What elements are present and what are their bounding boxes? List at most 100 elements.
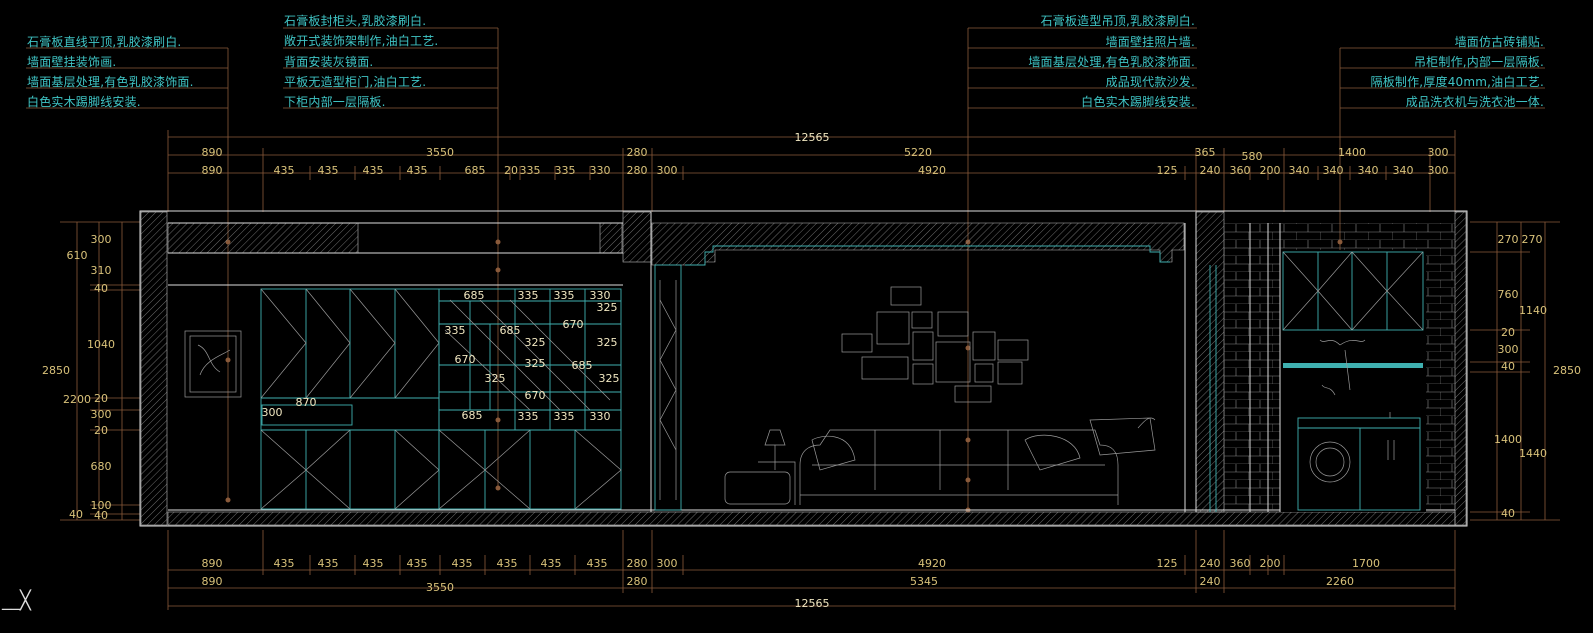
dim-b1-10: 300 — [657, 557, 678, 570]
sd-4: 335 — [445, 324, 466, 337]
dim-b1-1: 435 — [274, 557, 295, 570]
dim-b1-6: 435 — [497, 557, 518, 570]
dim-b1-8: 435 — [587, 557, 608, 570]
sd-10: 325 — [597, 336, 618, 349]
dim-rm-0: 270 — [1522, 233, 1543, 246]
laundry-area — [1224, 223, 1455, 512]
sd-5: 685 — [500, 324, 521, 337]
dim-t2-16: 200 — [1260, 164, 1281, 177]
note-r-1: 墙面仿古砖铺贴. — [1454, 35, 1544, 49]
note-cr-3: 墙面基层处理,有色乳胶漆饰面. — [1028, 55, 1195, 69]
sd-12: 685 — [572, 359, 593, 372]
dim-t2-14: 240 — [1200, 164, 1221, 177]
dim-t2-1: 435 — [274, 164, 295, 177]
dim-left-outer: 2850 — [42, 364, 70, 377]
sd-8: 325 — [525, 336, 546, 349]
dim-t1-5: 580 — [1242, 150, 1263, 163]
dim-li-3: 1040 — [87, 338, 115, 351]
dim-li-7: 680 — [91, 460, 112, 473]
dim-ri-5: 1400 — [1494, 433, 1522, 446]
note-r-3: 隔板制作,厚度40mm,油白工艺. — [1370, 75, 1544, 89]
dim-t2-13: 125 — [1157, 164, 1178, 177]
note-left-4: 白色实木踢脚线安装. — [27, 95, 141, 109]
dim-t2-8: 335 — [555, 164, 576, 177]
note-cr-4: 成品现代款沙发. — [1105, 75, 1195, 89]
note-cl-4: 平板无造型柜门,油白工艺. — [284, 75, 427, 89]
dim-li-5: 300 — [91, 408, 112, 421]
dim-lm-0: 610 — [67, 249, 88, 262]
note-left-2: 墙面壁挂装饰画. — [27, 55, 117, 69]
sd-14: 670 — [525, 389, 546, 402]
dim-li-8: 100 — [91, 499, 112, 512]
dim-b2-1: 280 — [627, 575, 648, 588]
dim-t1-1: 3550 — [426, 146, 454, 159]
sd-15: 685 — [462, 409, 483, 422]
dim-b1-3: 435 — [363, 557, 384, 570]
dim-t2-11: 300 — [657, 164, 678, 177]
note-cl-5: 下柜内部一层隔板. — [284, 95, 386, 109]
dim-t1-7: 300 — [1428, 146, 1449, 159]
note-cl-2: 敞开式装饰架制作,油白工艺. — [284, 34, 439, 48]
dim-t2-9: 330 — [590, 164, 611, 177]
sd-9: 670 — [455, 353, 476, 366]
sd-16: 335 — [518, 410, 539, 423]
sd-6: 325 — [597, 301, 618, 314]
dim-t2-18: 340 — [1323, 164, 1344, 177]
tall-cabinet — [260, 288, 440, 510]
ucs-icon: __╳ — [2, 590, 31, 611]
sd-0: 685 — [464, 289, 485, 302]
dim-t2-20: 340 — [1393, 164, 1414, 177]
dim-li-4: 20 — [94, 392, 108, 405]
sd-21: 300 — [262, 406, 283, 419]
dim-rm-1: 1140 — [1519, 304, 1547, 317]
shelf-dimension-labels: 685 335 335 330 335 685 325 670 325 670 … — [262, 289, 620, 423]
sd-19: 325 — [599, 372, 620, 385]
note-left-1: 石膏板直线平顶,乳胶漆刷白. — [27, 35, 182, 49]
dim-li-10: 40 — [69, 508, 83, 521]
dim-ri-3: 300 — [1498, 343, 1519, 356]
dim-t2-12: 4920 — [918, 164, 946, 177]
dim-top-total: 12565 — [795, 131, 830, 144]
dim-t1-0: 890 — [202, 146, 223, 159]
dim-b1-7: 435 — [541, 557, 562, 570]
sd-20: 870 — [296, 396, 317, 409]
dim-b1-14: 360 — [1230, 557, 1251, 570]
dim-t1-4: 365 — [1195, 146, 1216, 159]
dim-t2-21: 300 — [1428, 164, 1449, 177]
note-cr-1: 石膏板造型吊顶,乳胶漆刷白. — [1040, 14, 1195, 28]
leader-lines — [225, 28, 1343, 513]
dim-t1-3: 5220 — [904, 146, 932, 159]
note-underlines — [26, 27, 1545, 109]
dim-b1-5: 435 — [452, 557, 473, 570]
dim-t1-6: 1400 — [1338, 146, 1366, 159]
dim-b1-12: 125 — [1157, 557, 1178, 570]
sd-18: 330 — [590, 410, 611, 423]
dim-right-outer: 2850 — [1553, 364, 1581, 377]
sd-13: 325 — [485, 372, 506, 385]
dim-t2-6: 20 — [504, 164, 518, 177]
dim-ri-1: 760 — [1498, 288, 1519, 301]
dim-t2-17: 340 — [1289, 164, 1310, 177]
sd-3: 330 — [590, 289, 611, 302]
dim-ri-2: 20 — [1501, 326, 1515, 339]
dim-b2-0: 890 — [202, 575, 223, 588]
dim-t1-2: 280 — [627, 146, 648, 159]
dim-b1-16: 1700 — [1352, 557, 1380, 570]
dim-ri-6: 40 — [1501, 507, 1515, 520]
column — [654, 264, 682, 511]
pipes — [1209, 265, 1217, 512]
sd-7: 670 — [563, 318, 584, 331]
dimension-lines-bottom — [167, 530, 1456, 610]
sofa — [724, 417, 1156, 505]
note-left-3: 墙面基层处理,有色乳胶漆饰面. — [27, 75, 194, 89]
dimension-lines-sides — [60, 221, 1560, 521]
sd-1: 335 — [518, 289, 539, 302]
dimension-text: 12565 890 3550 280 5220 365 580 1400 300… — [42, 131, 1581, 610]
dim-ri-4: 40 — [1501, 360, 1515, 373]
dim-li-1: 310 — [91, 264, 112, 277]
note-r-4: 成品洗衣机与洗衣池一体. — [1405, 95, 1544, 109]
dim-rm-2: 1440 — [1519, 447, 1547, 460]
dim-t2-10: 280 — [627, 164, 648, 177]
